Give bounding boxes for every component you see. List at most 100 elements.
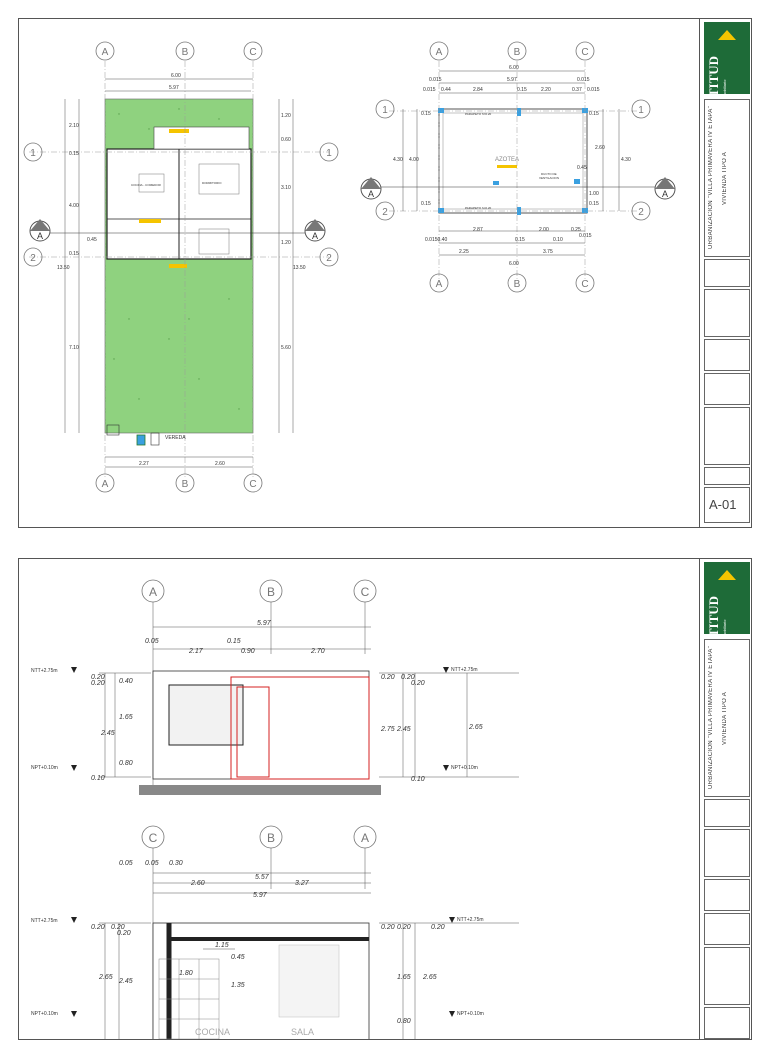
svg-text:0.20: 0.20 <box>401 674 415 681</box>
svg-text:0.0150.40: 0.0150.40 <box>425 237 447 243</box>
svg-text:1.65: 1.65 <box>397 974 411 981</box>
svg-text:5.97: 5.97 <box>169 85 179 91</box>
svg-text:0.05: 0.05 <box>145 860 159 867</box>
svg-text:1.20: 1.20 <box>281 240 291 246</box>
svg-text:0.15: 0.15 <box>421 111 431 117</box>
svg-text:2.65: 2.65 <box>98 974 113 981</box>
info-block-2 <box>704 289 750 337</box>
project-title: URBANIZACION "VILLA PRIMAVERA IV ETAPA" <box>708 106 714 250</box>
svg-text:2.75: 2.75 <box>380 726 395 733</box>
svg-text:B: B <box>514 47 521 58</box>
sheet-code: A-01 <box>709 497 737 512</box>
svg-text:6.00: 6.00 <box>171 73 181 79</box>
svg-text:A: A <box>102 479 109 490</box>
level-tag: NPT+0.10m <box>457 1011 484 1017</box>
svg-text:2.27: 2.27 <box>139 461 149 467</box>
svg-text:0.015: 0.015 <box>429 77 442 83</box>
roof-icon <box>718 30 736 40</box>
roof-label: AZOTEA <box>495 157 519 163</box>
svg-text:2.65: 2.65 <box>468 724 483 731</box>
svg-text:A: A <box>37 231 43 241</box>
svg-text:0.20: 0.20 <box>381 674 395 681</box>
svg-text:A: A <box>102 47 109 58</box>
svg-text:4.30: 4.30 <box>393 157 403 163</box>
svg-text:0.15: 0.15 <box>515 237 525 243</box>
svg-text:1: 1 <box>30 148 36 159</box>
svg-text:0.015: 0.015 <box>423 87 436 93</box>
svg-text:0.45: 0.45 <box>231 954 245 961</box>
svg-text:2.60: 2.60 <box>595 145 605 151</box>
svg-text:A: A <box>436 47 443 58</box>
project-block <box>704 99 750 257</box>
svg-text:A: A <box>436 279 443 290</box>
svg-text:2.45: 2.45 <box>396 726 411 733</box>
svg-text:0.20: 0.20 <box>91 924 105 931</box>
svg-text:0.015: 0.015 <box>579 233 592 239</box>
svg-text:0.15: 0.15 <box>227 638 241 645</box>
svg-text:2.84: 2.84 <box>473 87 483 93</box>
svg-text:C: C <box>149 831 158 845</box>
level-tag: NPT+0.10m <box>31 765 58 771</box>
svg-text:13.50: 13.50 <box>57 265 70 271</box>
level-tag: NPT+0.10m <box>31 1011 58 1017</box>
elevation-1-door-frame <box>230 676 370 780</box>
svg-text:13.50: 13.50 <box>293 265 306 271</box>
info-block-5 <box>704 947 750 1005</box>
svg-text:0.37: 0.37 <box>572 87 582 93</box>
svg-text:C: C <box>581 47 588 58</box>
title-block-2: ALTITUD Grupo inmobiliario URBANIZACION … <box>699 559 751 1039</box>
svg-text:4.00: 4.00 <box>409 157 419 163</box>
svg-text:0.25: 0.25 <box>571 227 581 233</box>
sheet-code-box <box>704 487 750 523</box>
svg-text:0.45: 0.45 <box>577 165 587 171</box>
svg-text:4.30: 4.30 <box>621 157 631 163</box>
svg-text:2.25: 2.25 <box>459 249 469 255</box>
svg-text:0.20: 0.20 <box>381 924 395 931</box>
svg-text:5.57: 5.57 <box>255 874 270 881</box>
svg-text:2: 2 <box>382 207 388 218</box>
svg-text:1.00: 1.00 <box>589 191 599 197</box>
brand-logo-1: ALTITUD Grupo inmobiliario <box>704 22 750 114</box>
svg-text:0.80: 0.80 <box>397 1018 411 1025</box>
svg-text:7.10: 7.10 <box>69 345 79 351</box>
svg-text:2.65: 2.65 <box>422 974 437 981</box>
svg-text:0.15: 0.15 <box>589 201 599 207</box>
section-cut-a-right: A A <box>360 177 676 200</box>
svg-text:0.15: 0.15 <box>69 251 79 257</box>
svg-text:B: B <box>182 47 189 58</box>
svg-text:B: B <box>514 279 521 290</box>
room-label-kitchen: COCINA <box>195 1027 230 1037</box>
svg-text:2.87: 2.87 <box>473 227 483 233</box>
svg-text:0.15: 0.15 <box>517 87 527 93</box>
svg-text:0.015: 0.015 <box>587 87 600 93</box>
svg-text:DUCTO DE: DUCTO DE <box>541 172 557 176</box>
svg-text:5.60: 5.60 <box>281 345 291 351</box>
svg-text:0.20: 0.20 <box>91 680 105 687</box>
svg-text:0.10: 0.10 <box>411 776 425 783</box>
svg-text:2.17: 2.17 <box>188 648 204 655</box>
svg-text:C: C <box>361 585 370 599</box>
svg-text:0.15: 0.15 <box>421 201 431 207</box>
brand-logo-2: ALTITUD Grupo inmobiliario <box>704 562 750 654</box>
project-block <box>704 639 750 797</box>
svg-text:A: A <box>149 585 157 599</box>
svg-text:1.65: 1.65 <box>119 714 133 721</box>
svg-text:VENTILACION: VENTILACION <box>539 176 559 180</box>
svg-text:0.80: 0.80 <box>119 760 133 767</box>
svg-text:1.20: 1.20 <box>281 113 291 119</box>
elevation-1-door <box>236 686 270 778</box>
svg-text:1.80: 1.80 <box>179 970 193 977</box>
svg-text:A: A <box>361 831 369 845</box>
level-tag: NTT+2.75m <box>457 917 484 923</box>
svg-text:B: B <box>267 831 275 845</box>
svg-text:0.20: 0.20 <box>91 674 105 681</box>
info-block-2 <box>704 829 750 877</box>
svg-text:3.10: 3.10 <box>281 185 291 191</box>
info-block-4 <box>704 373 750 405</box>
svg-text:2.20: 2.20 <box>541 87 551 93</box>
svg-text:0.015: 0.015 <box>577 77 590 83</box>
svg-text:3.75: 3.75 <box>543 249 553 255</box>
